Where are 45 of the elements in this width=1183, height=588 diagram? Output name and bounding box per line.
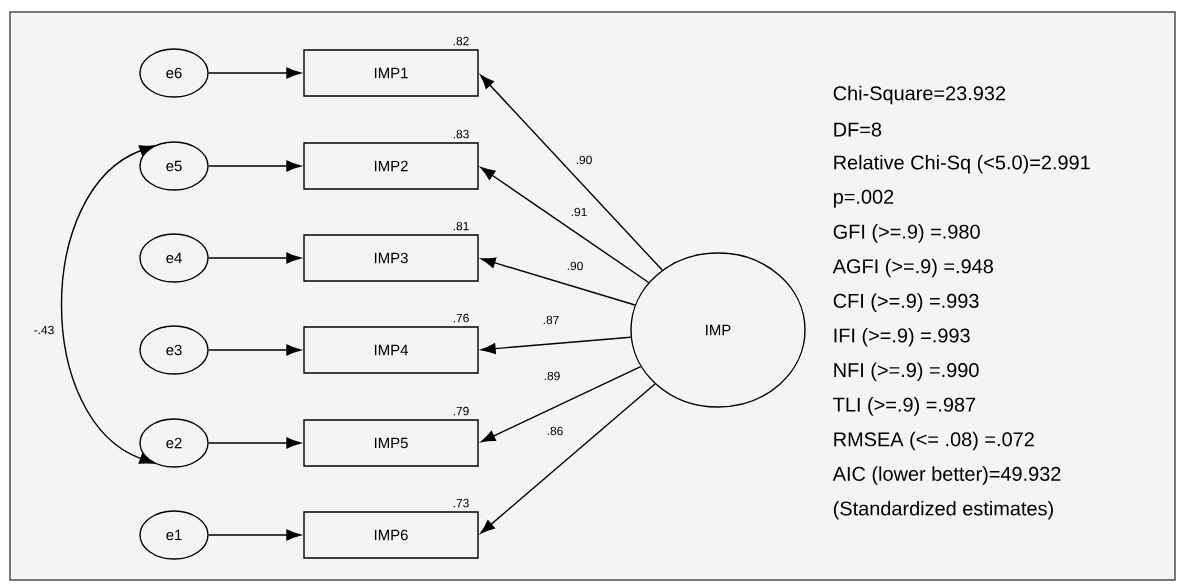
indicator-box: IMP4: [303, 326, 479, 374]
fit-statistic: CFI (>=.9) =.993: [833, 293, 979, 312]
fit-statistic: GFI (>=.9) =.980: [833, 224, 980, 243]
edge-label: -.43: [32, 324, 56, 336]
fit-statistic: AIC (lower better)=49.932: [832, 466, 1061, 485]
arrow: [208, 160, 301, 172]
arrow: [480, 167, 650, 284]
edge-label: .87: [541, 314, 561, 326]
fit-statistic: NFI (>=.9) =.990: [834, 362, 979, 382]
fit-statistic: RMSEA (<= .08) =.072: [834, 431, 1034, 451]
fit-statistic: IFI (>=.9) =.993: [834, 327, 970, 347]
fit-statistic: AGFI (>=.9) =.948: [832, 258, 993, 278]
indicator-box: IMP6: [303, 511, 479, 559]
fit-statistic: (Standardized estimates): [833, 500, 1053, 520]
arrow: [481, 336, 632, 355]
curved-arrow: [60, 145, 155, 464]
value-label: .73: [453, 498, 469, 508]
arrow: [208, 529, 301, 541]
value-label: .76: [453, 313, 469, 323]
indicator-box: IMP3: [303, 234, 479, 282]
fit-statistic: Relative Chi-Sq (<5.0)=2.991: [834, 154, 1090, 174]
arrow: [480, 383, 656, 534]
arrow: [208, 437, 301, 449]
arrow: [480, 74, 663, 271]
edge-label: .90: [565, 260, 585, 272]
fit-statistic: TLI (>=.9) =.987: [833, 397, 976, 416]
arrow: [208, 252, 301, 264]
arrow: [208, 67, 301, 79]
value-label: .81: [453, 221, 469, 231]
arrow: [208, 344, 301, 356]
value-label: .79: [453, 406, 469, 416]
edge-label: .86: [545, 425, 565, 437]
fit-statistic: Chi-Square=23.932: [833, 85, 1006, 105]
indicator-box: IMP1: [303, 49, 479, 97]
arrow: [480, 365, 642, 443]
indicator-box: IMP2: [303, 142, 479, 190]
edge-label: .89: [542, 370, 562, 382]
value-label: .83: [453, 129, 469, 139]
fit-statistic: DF=8: [834, 122, 882, 137]
indicator-box: IMP5: [303, 419, 479, 467]
value-label: .82: [453, 36, 469, 46]
edge-label: .90: [574, 154, 594, 166]
arrow: [480, 257, 636, 306]
fit-statistic: p=.002: [834, 189, 894, 208]
edge-label: .91: [569, 206, 589, 218]
